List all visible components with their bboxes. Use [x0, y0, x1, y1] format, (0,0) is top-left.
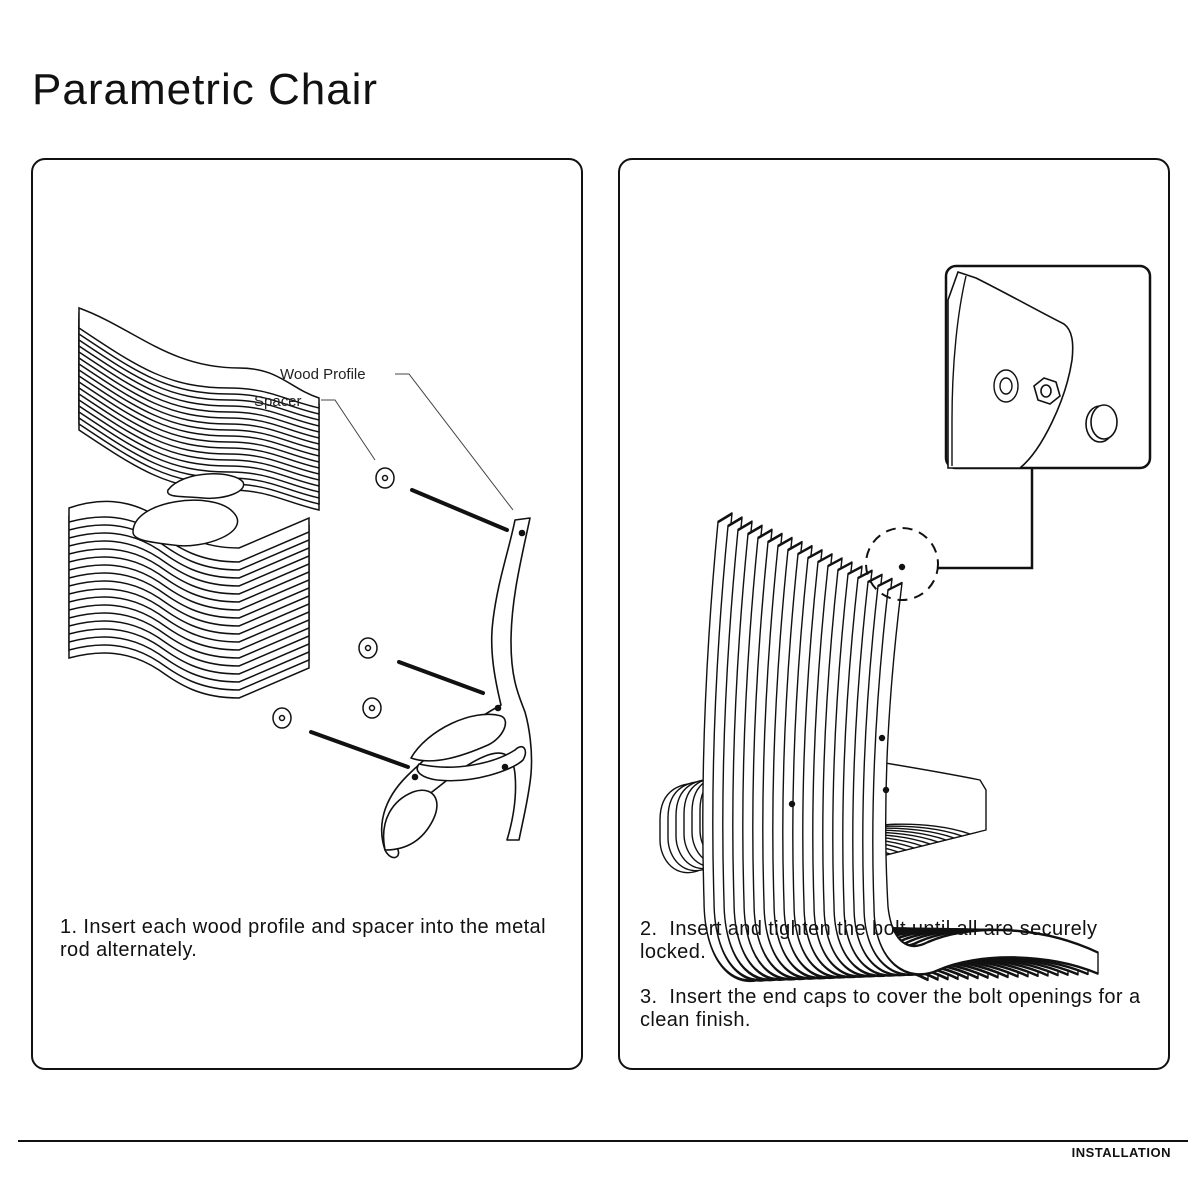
wood-profile-callout: Wood Profile: [280, 366, 366, 383]
hex-nut: [1033, 377, 1061, 405]
detail-highlight-circle: [865, 527, 939, 601]
step-1-illustration: Wood Profile Spacer: [68, 307, 533, 859]
bolt-detail-inset: [944, 264, 1152, 470]
step-2-panel: 2. Insert and tighten the bolt until all…: [618, 158, 1170, 1070]
spacer-callout: Spacer: [254, 393, 302, 410]
bolt-hole: [788, 800, 796, 808]
profile-cutout: [132, 499, 239, 547]
spacer: [375, 467, 395, 489]
chair-back-stack: [701, 512, 1100, 983]
step-1-instruction: 1. Insert each wood profile and spacer i…: [60, 916, 552, 961]
spacer: [272, 707, 292, 729]
bolt-hole: [878, 734, 886, 742]
footer-divider: [18, 1140, 1188, 1142]
callout-leaders: [321, 373, 514, 511]
metal-rods: [309, 488, 509, 769]
end-cap: [1085, 404, 1118, 443]
bolt-hole: [898, 563, 906, 571]
page-title: Parametric Chair: [32, 65, 379, 114]
bolt-hole: [882, 786, 890, 794]
metal-rod: [410, 488, 509, 532]
assembled-chair: [659, 512, 1100, 983]
spacer: [362, 697, 382, 719]
detail-connector-line: [938, 468, 1034, 570]
metal-rod: [397, 660, 485, 695]
single-wood-profile: [380, 517, 533, 859]
step-1-panel: Wood Profile Spacer 1. Insert each wood …: [31, 158, 583, 1070]
detail-wood-end: [947, 270, 1074, 469]
step-2-illustration: [659, 264, 1152, 983]
footer-section-label: INSTALLATION: [1071, 1145, 1171, 1160]
step-2-instruction: 2. Insert and tighten the bolt until all…: [640, 918, 1104, 963]
spacer-leader: [321, 399, 376, 461]
wood-profile-stack: [68, 307, 320, 699]
step-3-instruction: 3. Insert the end caps to cover the bolt…: [640, 986, 1147, 1031]
detail-bolt-opening: [993, 369, 1019, 403]
wood-profile-leader: [395, 373, 514, 511]
spacer: [358, 637, 378, 659]
profile-cutout: [167, 473, 245, 500]
spacers: [272, 467, 395, 729]
metal-rod: [309, 730, 410, 769]
